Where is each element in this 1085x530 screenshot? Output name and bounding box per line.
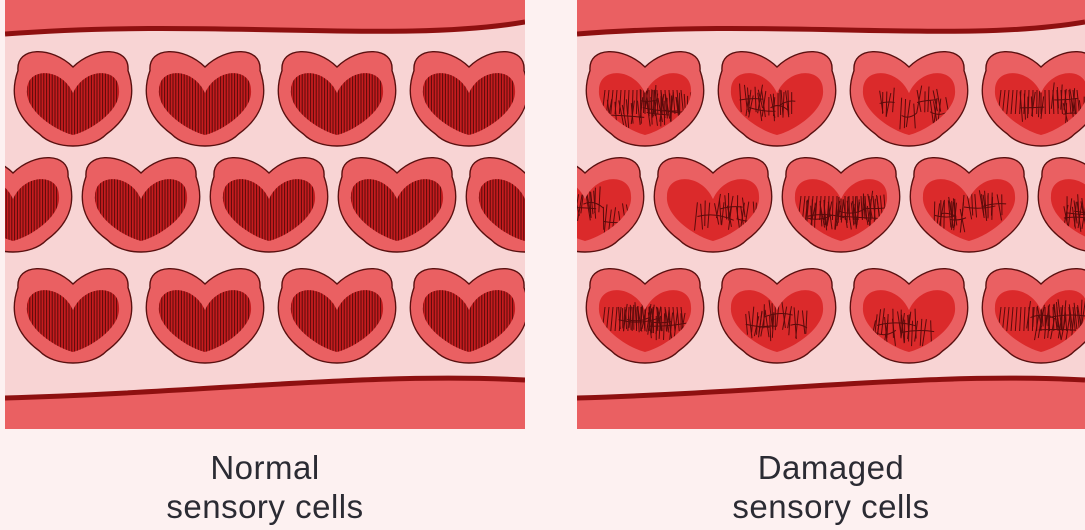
top-membrane — [5, 0, 525, 34]
normal-cells-illustration — [5, 0, 525, 429]
normal-caption-line1: Normal — [5, 448, 525, 487]
damaged-caption-line2: sensory cells — [571, 487, 1085, 526]
damaged-caption-line1: Damaged — [571, 448, 1085, 487]
top-membrane — [577, 0, 1085, 34]
damaged-cells-caption: Damaged sensory cells — [571, 448, 1085, 526]
normal-cells-caption: Normal sensory cells — [5, 448, 525, 526]
normal-caption-line2: sensory cells — [5, 487, 525, 526]
damaged-cells-illustration — [577, 0, 1085, 429]
normal-cells-svg — [5, 0, 525, 429]
damaged-cells-svg — [577, 0, 1085, 429]
